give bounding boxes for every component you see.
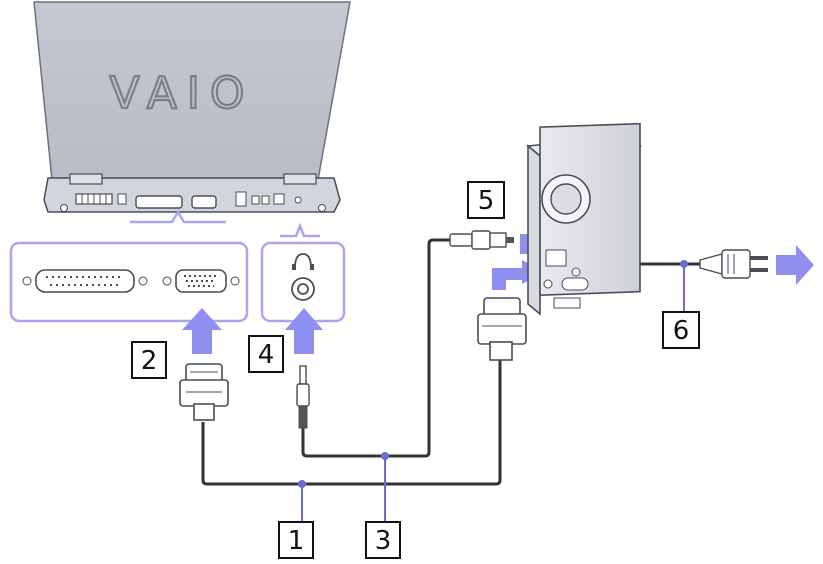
laptop-foot-right xyxy=(318,204,326,212)
callout-leaders xyxy=(298,260,688,522)
laptop-port-a xyxy=(235,191,247,207)
callout-4: 4 xyxy=(248,335,284,373)
power-plug-icon xyxy=(699,249,768,279)
headphone-icon xyxy=(294,253,312,269)
laptop-foot-left xyxy=(60,204,68,212)
display-cable xyxy=(201,360,502,486)
laptop-vga-port xyxy=(191,195,217,209)
detail-bracket-left xyxy=(130,209,226,224)
vga-connector-right xyxy=(477,297,527,361)
speaker-input-port xyxy=(545,249,567,267)
port-detail-left xyxy=(9,209,249,323)
arrow-audio-up xyxy=(285,308,323,354)
callout-label-2: 2 xyxy=(141,346,158,376)
speaker-icon xyxy=(526,122,642,316)
laptop-usb-port-1 xyxy=(251,195,260,205)
laptop-hinge-left xyxy=(69,173,103,185)
audio-plug xyxy=(296,365,310,429)
laptop-headphone-jack xyxy=(294,196,302,204)
callout-5: 5 xyxy=(467,181,505,219)
callout-label-1: 1 xyxy=(288,526,305,556)
laptop-lan-port xyxy=(273,193,285,205)
detail-bracket-right xyxy=(280,222,320,238)
cables xyxy=(201,238,700,486)
laptop-logo: VAIO xyxy=(110,68,255,119)
vga-connector-left xyxy=(179,363,229,421)
arrow-power-out xyxy=(776,245,814,285)
parallel-port-icon xyxy=(35,269,135,293)
callout-label-3: 3 xyxy=(375,526,392,556)
port-detail-right xyxy=(260,222,346,323)
laptop: VAIO xyxy=(33,1,351,213)
callout-label-4: 4 xyxy=(258,340,275,370)
audio-cable xyxy=(301,238,452,458)
rca-plug xyxy=(449,230,514,250)
callout-6: 6 xyxy=(662,311,700,349)
callout-3: 3 xyxy=(365,521,401,559)
callout-label-6: 6 xyxy=(673,316,690,346)
arrow-vga-up xyxy=(182,308,222,354)
callout-1: 1 xyxy=(278,521,314,559)
callout-2: 2 xyxy=(131,341,167,379)
laptop-parallel-port xyxy=(135,195,183,209)
laptop-hinge-right xyxy=(283,173,317,185)
laptop-usb-port-2 xyxy=(261,195,270,205)
laptop-port-small xyxy=(117,193,127,205)
callout-label-5: 5 xyxy=(478,186,495,216)
